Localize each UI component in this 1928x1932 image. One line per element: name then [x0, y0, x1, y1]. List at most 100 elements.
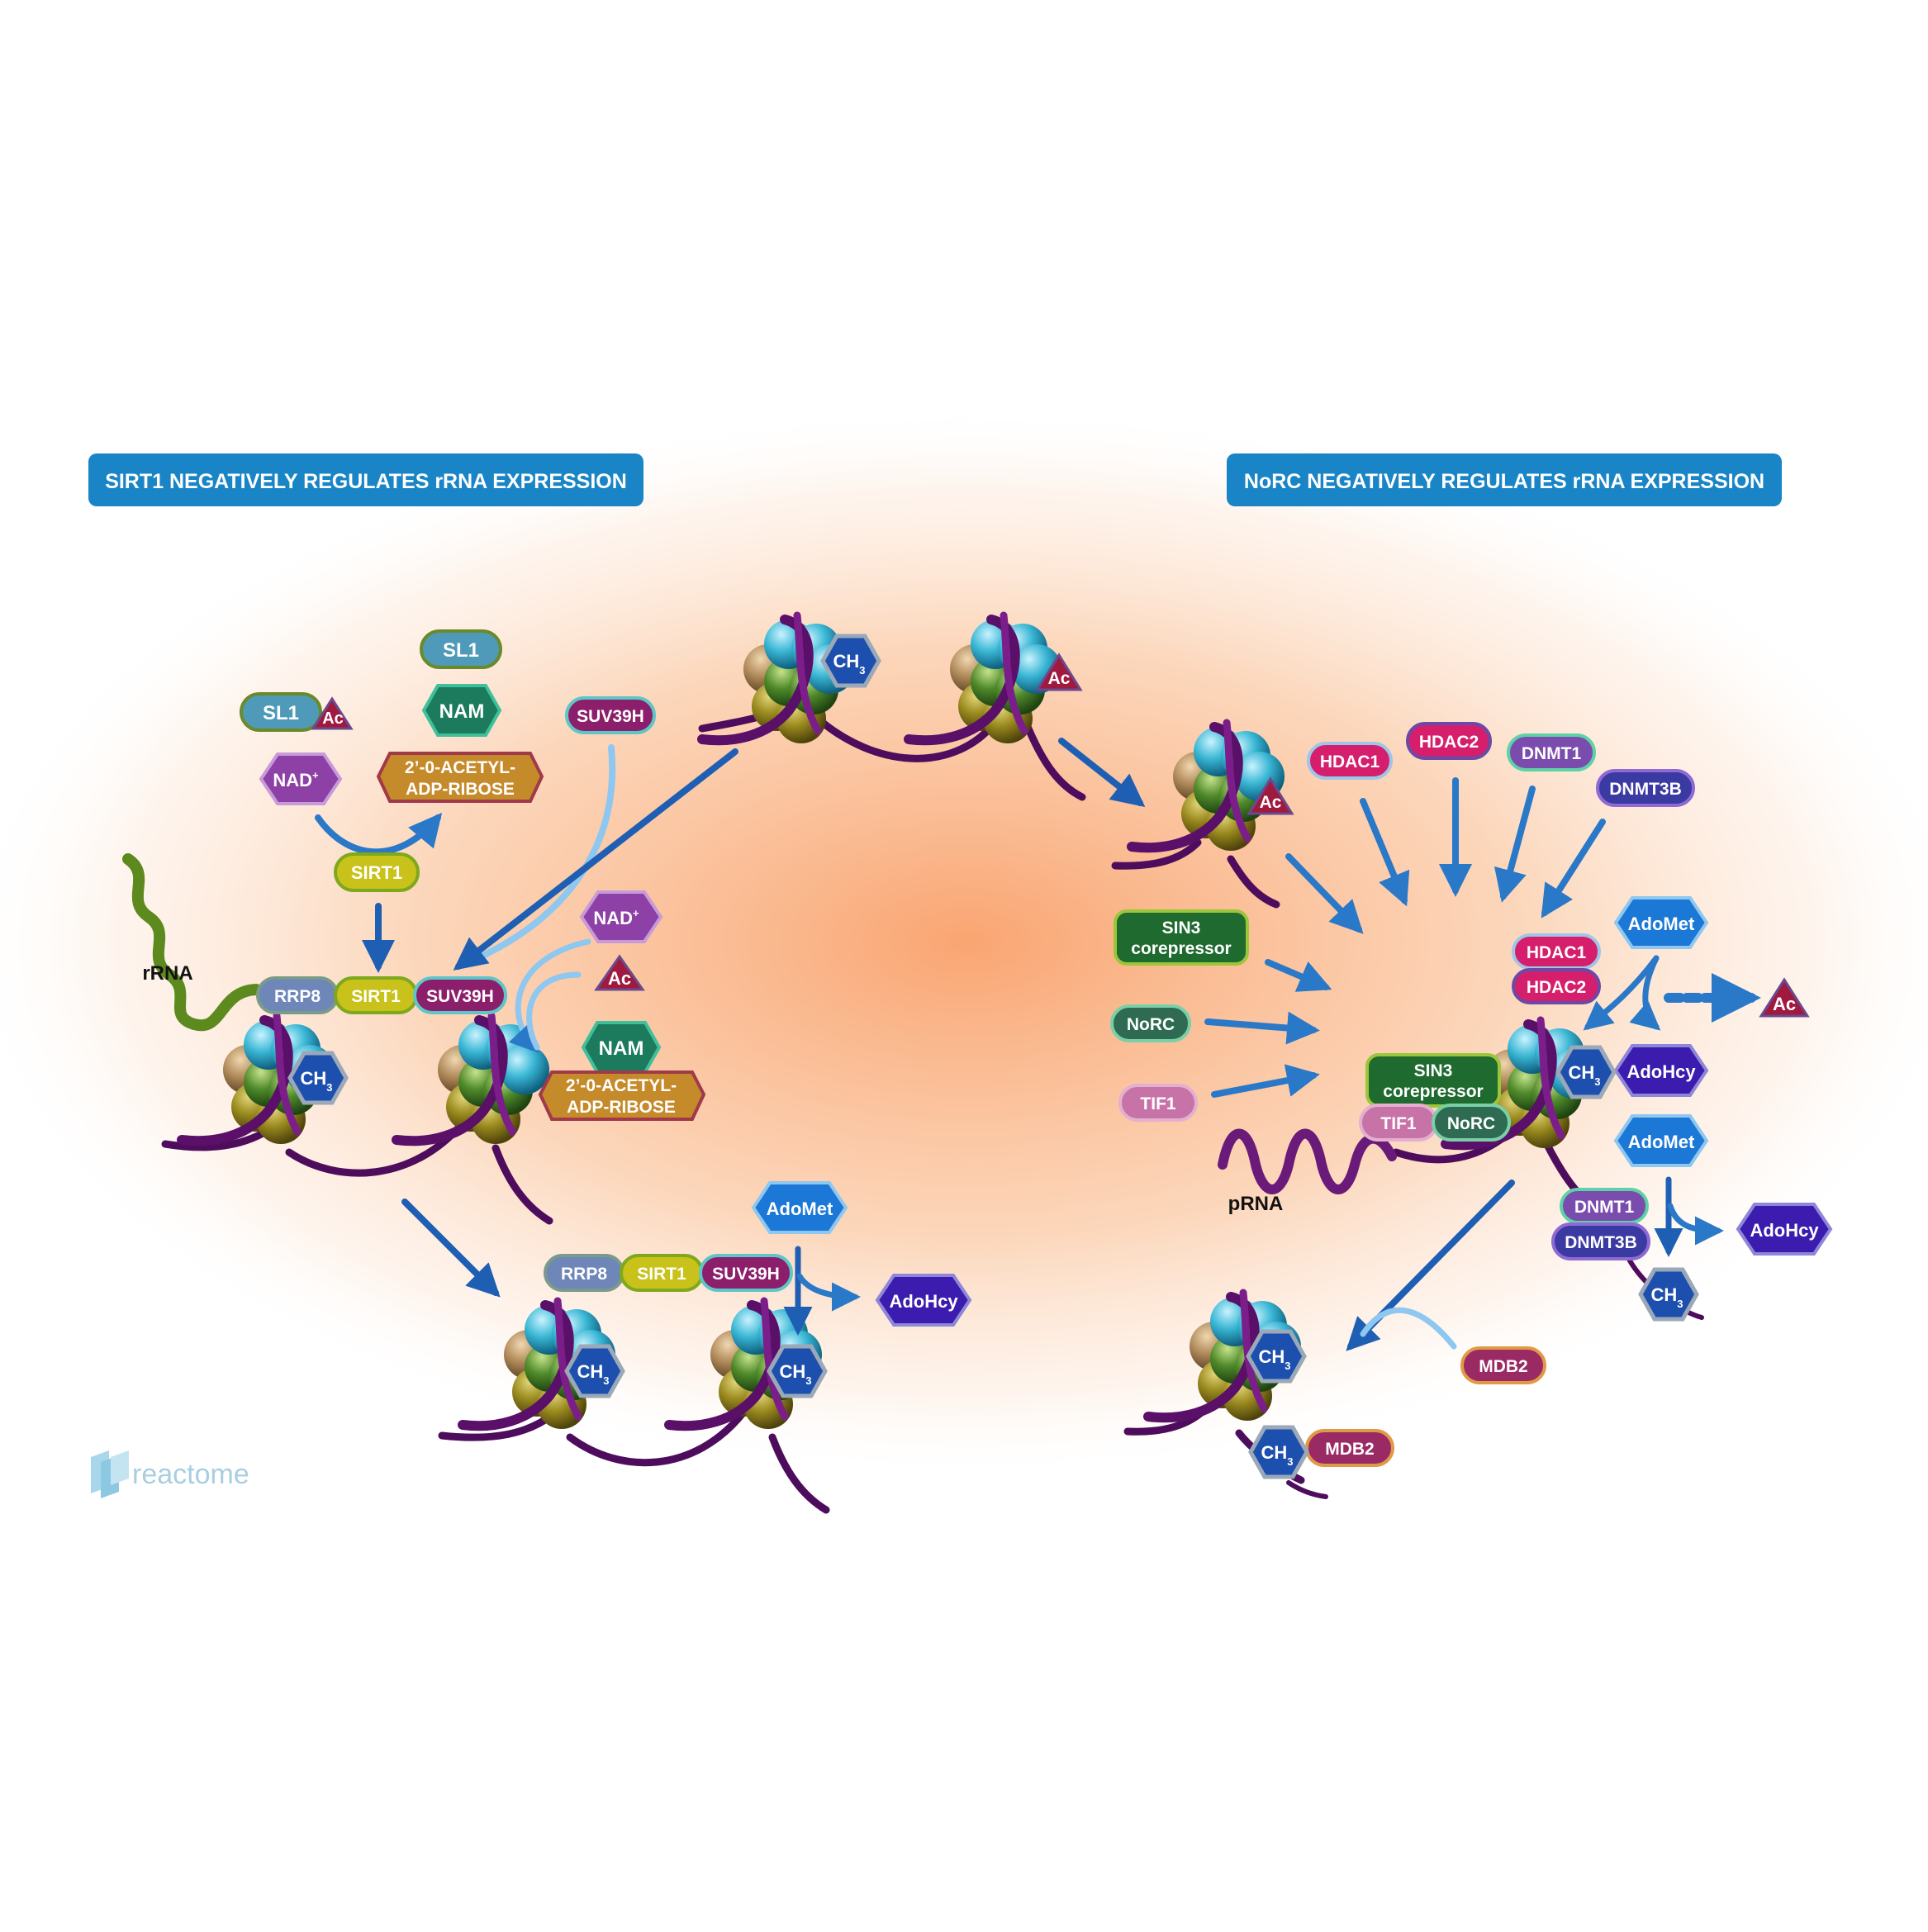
dnmt1-label: DNMT1: [1574, 1198, 1635, 1217]
norc-node-left[interactable]: NoRC: [1110, 1004, 1191, 1042]
nucleosome: [1143, 1289, 1301, 1423]
sin3-node-left[interactable]: SIN3 corepressor: [1114, 909, 1249, 966]
dnmt1-node-top[interactable]: DNMT1: [1507, 733, 1596, 771]
nam-label: NAM: [439, 700, 485, 723]
arrow-hdac1: [1360, 798, 1410, 907]
nucleosome: [904, 611, 1061, 746]
arrow-ac-release: [526, 971, 582, 1051]
sl1-node[interactable]: SL1: [420, 629, 502, 669]
adohcy-node-right-bottom[interactable]: AdoHcy: [1736, 1203, 1833, 1256]
sin3-node: [1365, 1053, 1501, 1108]
sin3-line2: corepressor: [1131, 939, 1231, 958]
nam-node-middle[interactable]: NAM: [581, 1021, 662, 1074]
suv39h-node: [699, 1254, 793, 1292]
hdac2-node-top[interactable]: HDAC2: [1406, 722, 1492, 760]
tif1-node-left[interactable]: TIF1: [1118, 1084, 1198, 1122]
arrow-sin3: [1265, 959, 1332, 992]
arrow-nucleosome-to-complex: [453, 748, 738, 971]
ac-label: Ac: [1260, 793, 1282, 812]
nad-node-top[interactable]: NAD+: [259, 752, 343, 805]
dna-linker: [1111, 838, 1202, 870]
left-header: SIRT1 NEGATIVELY REGULATES rRNA EXPRESSI…: [88, 453, 643, 506]
adomet-label: AdoMet: [1628, 1132, 1695, 1152]
hdac2-node: [1512, 968, 1601, 1004]
dnmt3b-label: DNMT3B: [1609, 780, 1682, 799]
sirt1-node[interactable]: SIRT1: [334, 852, 420, 892]
acetyl-line1: 2’-0-ACETYL-: [566, 1076, 677, 1095]
arrow-to-methylated: [401, 1199, 501, 1298]
nucleus-glow: [0, 405, 1928, 1479]
arrow-adohcy-release: [796, 1273, 861, 1312]
hdac2-label: HDAC2: [1419, 733, 1479, 752]
arrow-mdb2-bind: [1360, 1307, 1457, 1350]
eNoSC-complex-bottom[interactable]: RRP8 SIRT1 SUV39H: [544, 1254, 793, 1292]
adomet-node-left[interactable]: AdoMet: [751, 1181, 848, 1234]
norc-node: [1432, 1104, 1511, 1142]
hdac-complex-right[interactable]: HDAC1 HDAC2: [1512, 933, 1601, 1004]
ac-node-top-nucleosome[interactable]: Ac: [1035, 653, 1083, 691]
adohcy-label: AdoHcy: [889, 1291, 958, 1312]
acetyl-adp-ribose-node-middle[interactable]: 2’-0-ACETYL- ADP-RIBOSE: [538, 1070, 706, 1121]
tif1-label: TIF1: [1380, 1114, 1416, 1133]
ac-triangle-icon: [1247, 776, 1294, 815]
dna-linker: [1286, 1480, 1328, 1499]
ac-label: Ac: [608, 968, 631, 989]
arrow-dnmt3b: [1541, 819, 1606, 919]
rrna-label: rRNA: [142, 962, 192, 985]
suv39h-node-top[interactable]: SUV39H: [565, 696, 656, 734]
ac-node-right[interactable]: Ac: [1759, 977, 1810, 1018]
dnmt3b-node-top[interactable]: DNMT3B: [1596, 769, 1695, 807]
adohcy-node-left[interactable]: AdoHcy: [875, 1274, 972, 1327]
norc-label: NoRC: [1447, 1114, 1495, 1133]
sl1-label: SL1: [443, 639, 479, 662]
nad-node-middle[interactable]: NAD+: [579, 890, 663, 943]
mdb2-bound-node[interactable]: MDB2: [1305, 1429, 1394, 1467]
ac-triangle-icon: [1035, 653, 1083, 691]
dna-linker: [768, 1433, 830, 1514]
ch3-hexagon-icon: CH3: [820, 634, 881, 688]
arrow-acetylated-transfer: [1058, 738, 1146, 807]
dnmt-complex-right[interactable]: DNMT1 DNMT3B: [1551, 1188, 1650, 1260]
adomet-label: AdoMet: [1628, 914, 1695, 934]
ac-triangle-icon: [594, 954, 645, 991]
norc-label: NoRC: [1127, 1015, 1175, 1034]
ch3-label: CH3: [779, 1361, 811, 1387]
eNoSC-complex-middle[interactable]: RRP8 SIRT1 SUV39H: [256, 976, 507, 1014]
hdac1-node-top[interactable]: HDAC1: [1307, 742, 1393, 780]
adomet-node-right-top[interactable]: AdoMet: [1613, 896, 1709, 949]
sirt1-label: SIRT1: [637, 1265, 686, 1284]
reactome-wordmark: reactome: [132, 1459, 249, 1490]
dnmt3b-label: DNMT3B: [1565, 1233, 1637, 1252]
ac-node-acetylated-nucleosome[interactable]: Ac: [1247, 776, 1294, 815]
arrow-norc: [1204, 1011, 1320, 1045]
nam-node-top[interactable]: NAM: [421, 684, 502, 737]
adomet-label: AdoMet: [767, 1199, 833, 1219]
adomet-node-right-bottom[interactable]: AdoMet: [1613, 1114, 1709, 1167]
right-header-title: NoRC NEGATIVELY REGULATES rRNA EXPRESSIO…: [1244, 470, 1764, 493]
dna-linker: [491, 1144, 553, 1225]
ch3-hexagon-icon: CH3: [564, 1344, 625, 1398]
dnmt3b-node: [1551, 1222, 1650, 1260]
rrp8-label: RRP8: [561, 1265, 607, 1284]
dna-linker: [1227, 855, 1280, 909]
acetyl-line2: ADP-RIBOSE: [567, 1098, 676, 1117]
nucleosome: [177, 1012, 335, 1146]
norc-complex[interactable]: SIN3 corepressor TIF1 NoRC: [1359, 1053, 1511, 1142]
ch3-label: CH3: [577, 1361, 609, 1387]
suv39h-label: SUV39H: [577, 707, 644, 726]
adohcy-node-right-top[interactable]: AdoHcy: [1613, 1044, 1709, 1097]
ac-node-middle[interactable]: Ac: [594, 954, 645, 991]
mdb2-node[interactable]: MDB2: [1460, 1346, 1546, 1384]
nad-label: NAD+: [273, 769, 319, 790]
ac-label: Ac: [322, 710, 344, 728]
acetyl-adp-ribose-node-top[interactable]: 2’-0-ACETYL- ADP-RIBOSE: [376, 752, 544, 803]
adohcy-label: AdoHcy: [1750, 1220, 1819, 1241]
nucleosome: [697, 611, 855, 746]
ch3-hexagon-icon: CH3: [1248, 1425, 1309, 1479]
sl1-acetylated-node[interactable]: SL1 Ac: [240, 692, 354, 732]
adohcy-label: AdoHcy: [1626, 1061, 1696, 1082]
arrow-adomet-right: [1583, 955, 1660, 1031]
sl1-label: SL1: [263, 702, 299, 724]
